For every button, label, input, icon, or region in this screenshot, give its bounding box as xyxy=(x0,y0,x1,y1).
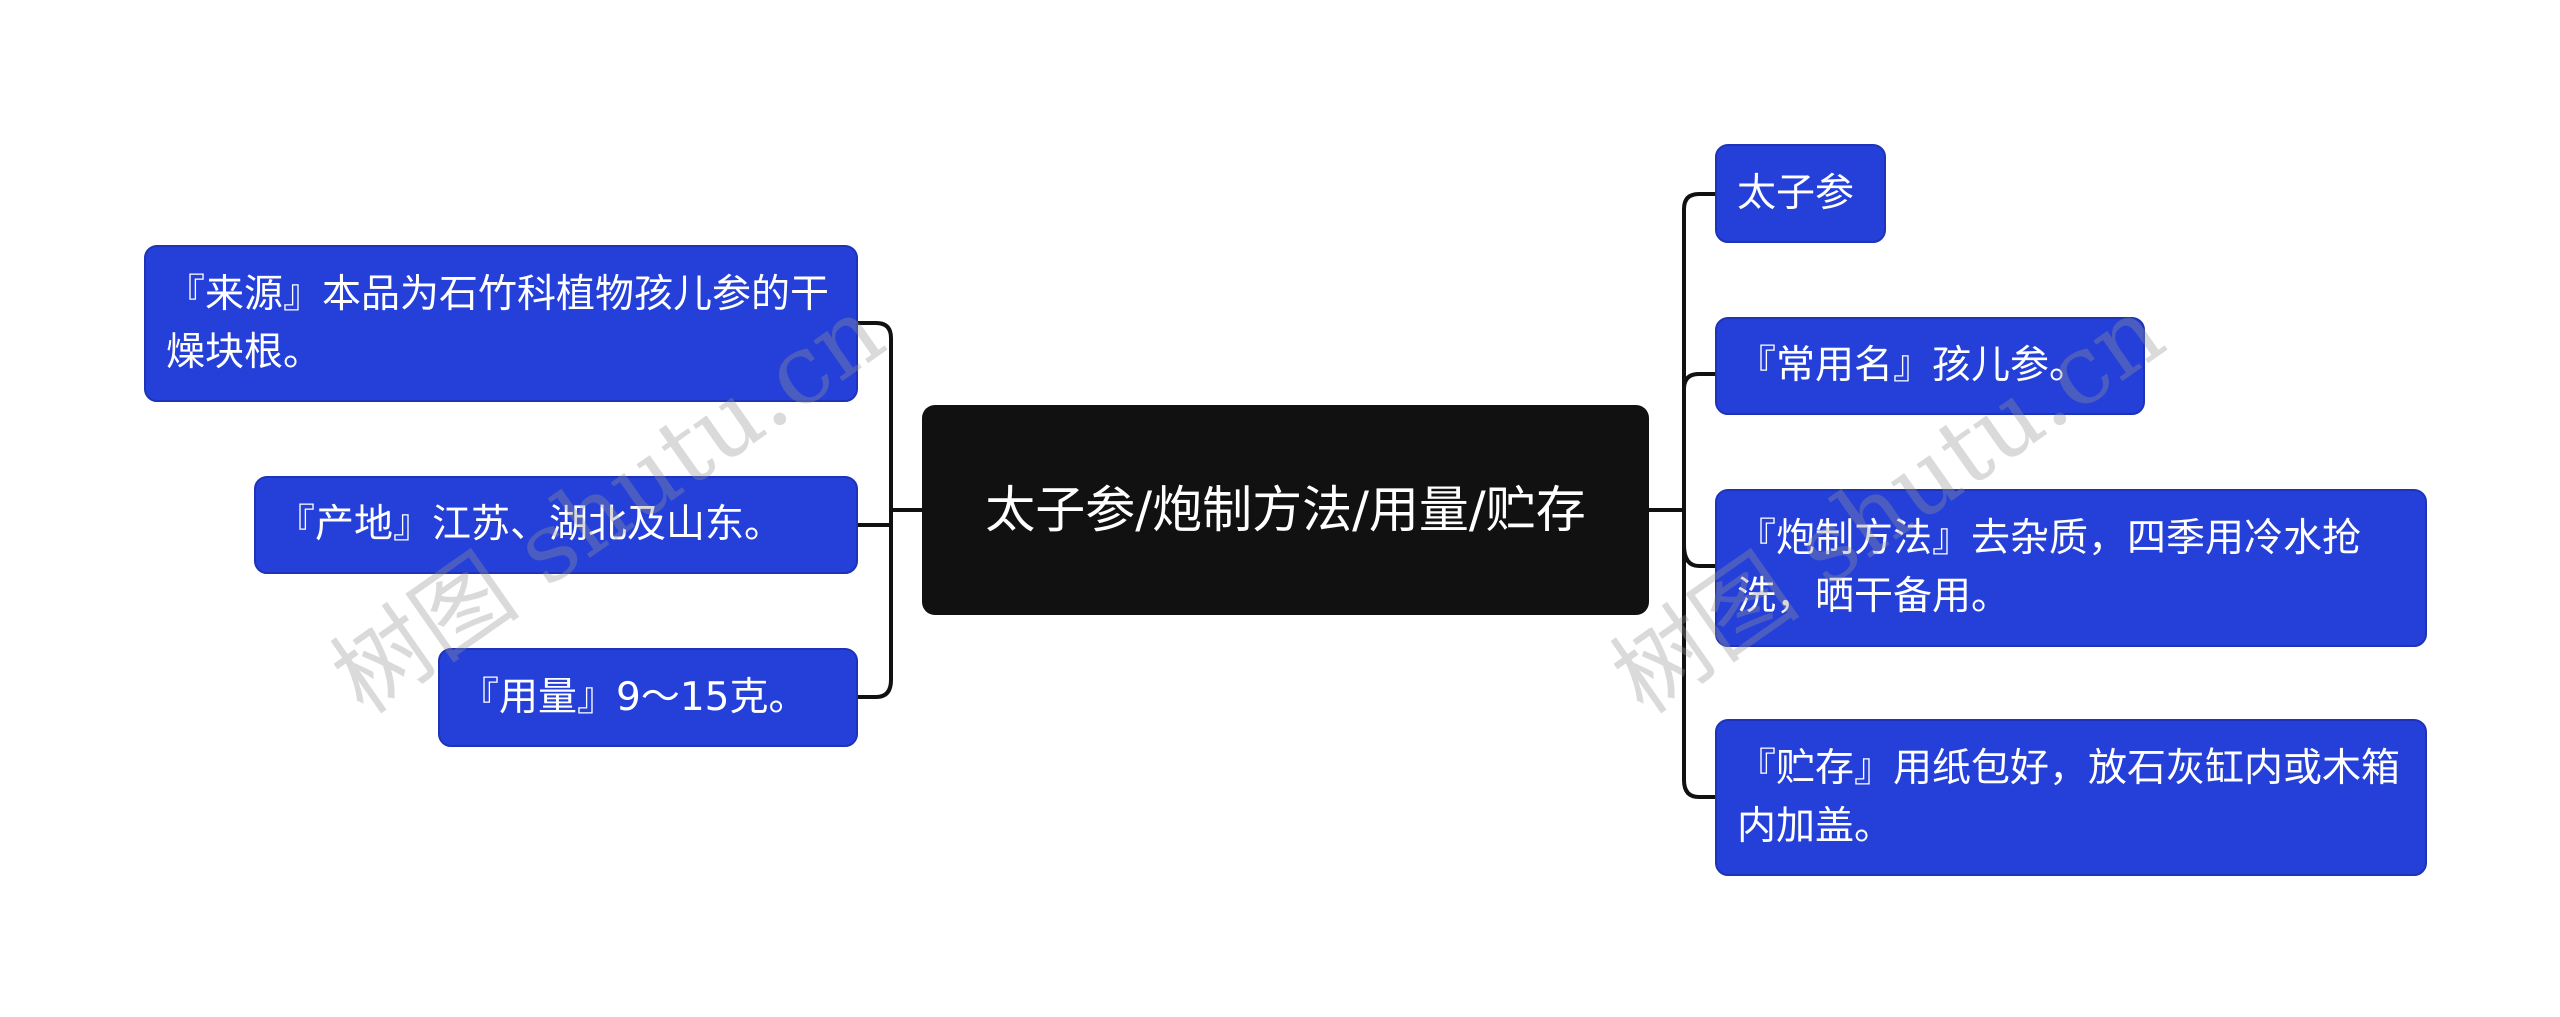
root-label: 太子参/炮制方法/用量/贮存 xyxy=(985,481,1586,539)
right-node-processing[interactable]: 『炮制方法』去杂质，四季用冷水抢洗，晒干备用。 xyxy=(1715,489,2427,647)
left-node-source[interactable]: 『来源』本品为石竹科植物孩儿参的干燥块根。 xyxy=(144,245,858,402)
connector-right-3 xyxy=(1682,544,1715,568)
connector-right-2 xyxy=(1682,372,1715,390)
connector-left-1 xyxy=(858,321,893,699)
right-node-storage[interactable]: 『贮存』用纸包好，放石灰缸内或木箱内加盖。 xyxy=(1715,719,2427,876)
left-node-origin[interactable]: 『产地』江苏、湖北及山东。 xyxy=(254,476,858,574)
right-node-name[interactable]: 太子参 xyxy=(1715,144,1886,243)
left-node-dosage[interactable]: 『用量』9～15克。 xyxy=(438,648,858,747)
node-label: 太子参 xyxy=(1737,170,1855,216)
root-node[interactable]: 太子参/炮制方法/用量/贮存 xyxy=(922,405,1649,615)
node-label: 『常用名』孩儿参。 xyxy=(1737,343,2089,388)
node-label: 『用量』9～15克。 xyxy=(460,674,808,720)
right-node-common-name[interactable]: 『常用名』孩儿参。 xyxy=(1715,317,2145,415)
node-label: 『贮存』用纸包好，放石灰缸内或木箱内加盖。 xyxy=(1737,745,2401,849)
node-label: 『来源』本品为石竹科植物孩儿参的干燥块根。 xyxy=(166,271,830,375)
node-label: 『产地』江苏、湖北及山东。 xyxy=(276,502,784,547)
connector-right-1 xyxy=(1682,192,1715,799)
node-label: 『炮制方法』去杂质，四季用冷水抢洗，晒干备用。 xyxy=(1737,516,2362,619)
